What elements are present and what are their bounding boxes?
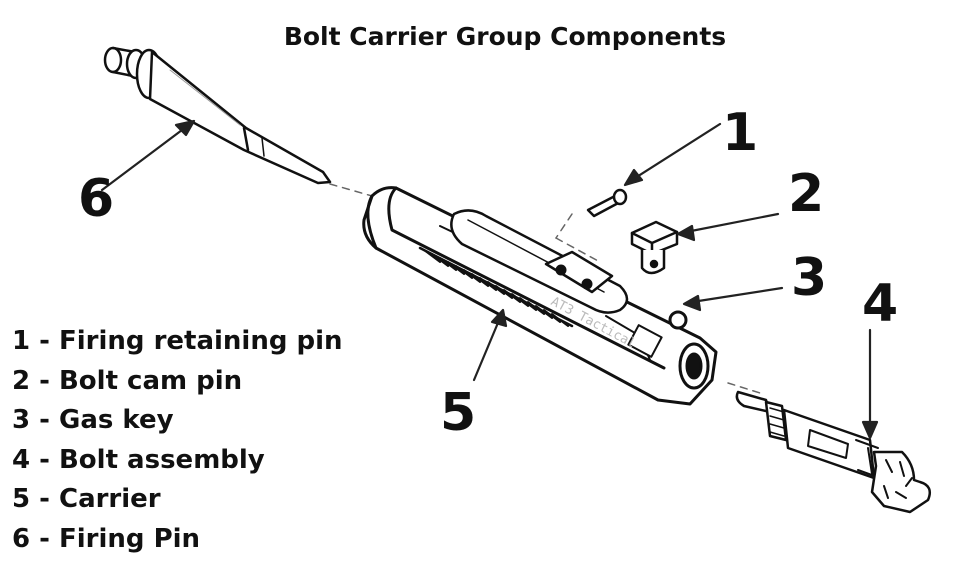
- callout-5: 5: [440, 383, 477, 443]
- legend-item: 1 - Firing retaining pin: [12, 326, 343, 356]
- assembly-axis-lines: [329, 183, 761, 394]
- parts-legend: 1 - Firing retaining pin 2 - Bolt cam pi…: [12, 322, 343, 559]
- legend-item: 6 - Firing Pin: [12, 523, 201, 554]
- legend-item: 5 - Carrier: [12, 484, 161, 514]
- callout-1: 1: [722, 103, 759, 163]
- legend-item: 2 - Bolt cam pin: [12, 365, 243, 396]
- legend-item: 3 - Gas key: [12, 405, 174, 435]
- callout-3: 3: [791, 248, 828, 308]
- cam-pin-part: [630, 220, 679, 275]
- legend-item: 4 - Bolt assembly: [12, 444, 265, 475]
- diagram-title: Bolt Carrier Group Components: [283, 22, 727, 51]
- bolt-assembly-part: [735, 390, 931, 514]
- leader-arrows: [100, 119, 879, 440]
- callout-4: 4: [862, 274, 899, 334]
- firing-pin-part: [103, 46, 332, 185]
- callout-2: 2: [788, 164, 825, 224]
- retaining-pin-part: [586, 188, 628, 218]
- bolt-carrier-part: [362, 186, 718, 406]
- callout-6: 6: [78, 169, 115, 229]
